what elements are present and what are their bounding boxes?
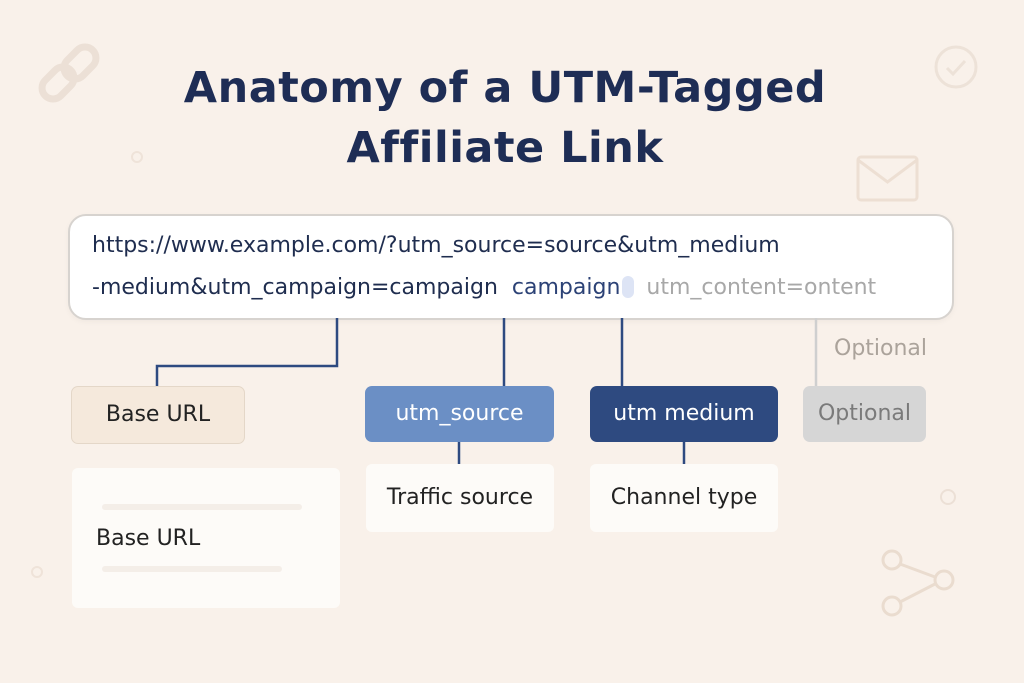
utm-source-label: utm_source [365, 386, 554, 442]
url-line-2-main: -medium&utm_campaign=campaign [92, 275, 498, 300]
utm-medium-label: utm medium [590, 386, 778, 442]
placeholder-line [102, 566, 282, 572]
url-box: https://www.example.com/?utm_source=sour… [68, 214, 954, 320]
page-title: Anatomy of a UTM-Tagged Affiliate Link [0, 58, 1010, 178]
title-line-2: Affiliate Link [346, 123, 664, 173]
base-url-label: Base URL [71, 386, 245, 444]
url-content-segment: utm_content=ontent [646, 275, 877, 300]
base-url-description: Base URL [96, 526, 201, 551]
small-circle-icon [131, 151, 143, 163]
optional-label: Optional [803, 386, 926, 442]
url-line-1: https://www.example.com/?utm_source=sour… [92, 233, 780, 258]
title-line-1: Anatomy of a UTM-Tagged [183, 63, 827, 113]
small-circle-icon [940, 489, 956, 505]
check-circle-icon [934, 45, 978, 89]
text-cursor-highlight [622, 276, 635, 298]
optional-caption: Optional [834, 336, 928, 361]
traffic-source-description: Traffic source [366, 464, 554, 532]
connector-base-url [155, 318, 339, 386]
placeholder-line [102, 504, 302, 510]
chain-link-icon [38, 43, 100, 103]
share-nodes-icon [881, 549, 955, 617]
small-circle-icon [31, 566, 43, 578]
envelope-icon [856, 155, 919, 202]
channel-type-description: Channel type [590, 464, 778, 532]
url-line-2: -medium&utm_campaign=campaign campaign utm… [92, 275, 876, 300]
url-campaign-segment: campaign [511, 275, 621, 300]
base-url-description-card: Base URL [72, 468, 340, 608]
